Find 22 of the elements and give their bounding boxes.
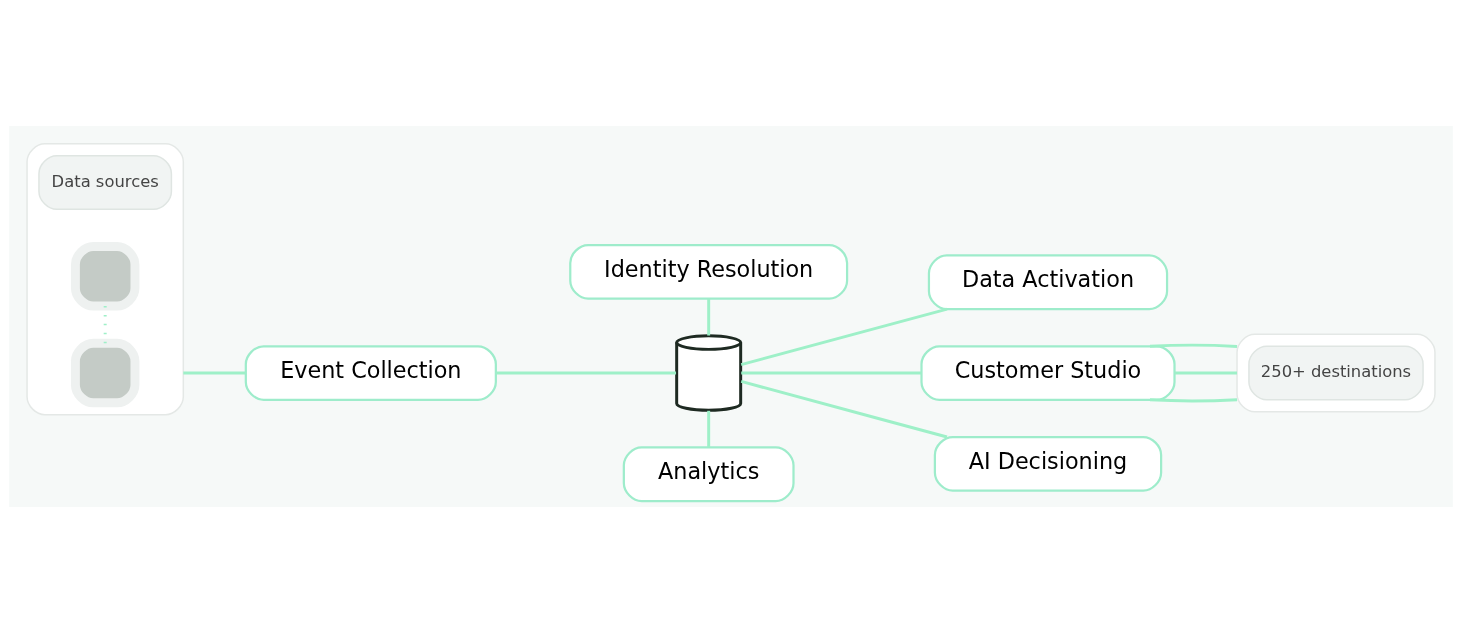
node-box (70, 242, 140, 311)
node-box: Customer Studio (920, 345, 1176, 401)
cluster (1236, 333, 1436, 413)
connector (741, 371, 922, 375)
node-box: Analytics (622, 446, 795, 503)
connector (707, 298, 711, 336)
node-box: 250+ destinations (1248, 345, 1424, 401)
node-box: Event Collection (244, 345, 497, 401)
node-box (70, 338, 140, 408)
connector (740, 380, 948, 439)
node-box: Data Activation (927, 254, 1169, 311)
cluster (26, 143, 185, 416)
connector (1149, 398, 1238, 403)
connector (1149, 343, 1238, 348)
connector (183, 371, 246, 375)
connector (740, 307, 948, 367)
connector (496, 371, 677, 375)
node-box: AI Decisioning (933, 435, 1163, 492)
connector (707, 410, 711, 448)
connector (1174, 371, 1237, 375)
node-box: Data sources (38, 155, 173, 211)
node-box: Identity Resolution (569, 243, 849, 300)
